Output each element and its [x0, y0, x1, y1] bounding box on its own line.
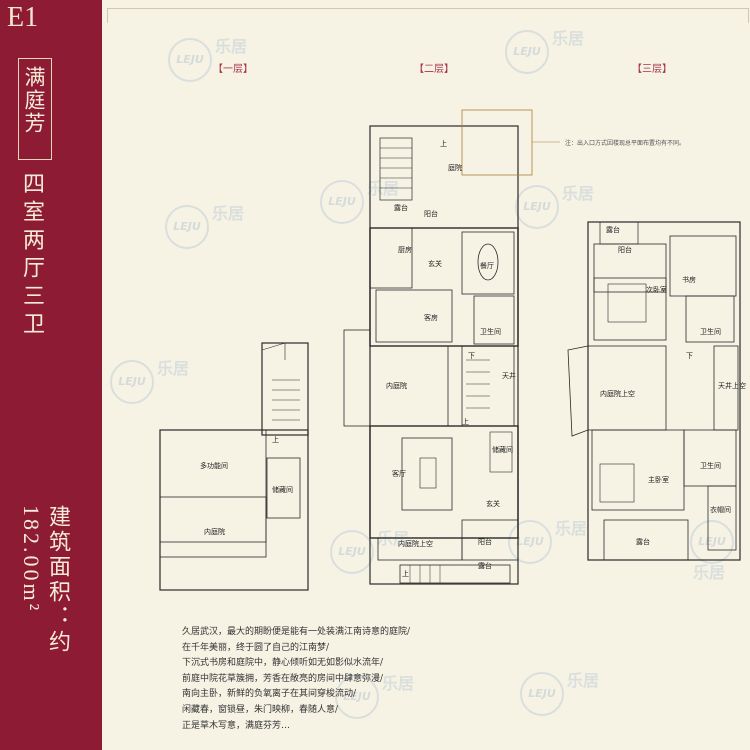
room-label: 储藏间: [492, 445, 513, 454]
plan-floor-2: [343, 109, 560, 585]
room-label: 下: [686, 352, 693, 360]
room-label: 内庭院上空: [398, 539, 433, 548]
watermark: LEJU乐居: [168, 38, 247, 82]
room-label: 玄关: [428, 259, 442, 268]
floor-area: 建筑面积：约182.00m²: [18, 505, 70, 750]
room-label: 卫生间: [700, 327, 721, 336]
room-label: 庭院: [448, 163, 462, 172]
floor-label-1: 【一层】: [213, 64, 253, 75]
room-label: 主卧室: [648, 475, 669, 484]
area-value: 182.00m²: [19, 505, 44, 614]
room-label: 卫生间: [700, 461, 721, 470]
poem-line: 久居武汉，最大的期盼便是能有一处装满江南诗意的庭院/: [182, 627, 411, 637]
room-label: 客房: [424, 313, 438, 322]
poem-line: 正是草木写意，满庭芬芳…: [182, 720, 291, 731]
room-label: 露台: [606, 225, 620, 234]
watermark: LEJU乐居: [508, 520, 587, 564]
room-label: 次卧室: [646, 285, 667, 294]
description-poem: 久居武汉，最大的期盼便是能有一处装满江南诗意的庭院/ 在千年美丽，终于圆了自己的…: [182, 625, 410, 734]
poem-line: 前庭中院花草簇拥，芳香在敞亮的房间中肆意弥漫/: [182, 673, 384, 684]
room-label: 上: [402, 569, 409, 578]
floor-label-3: 【三层】: [632, 64, 672, 75]
room-label: 衣帽间: [710, 505, 731, 514]
room-label: 天井上空: [718, 381, 746, 390]
room-label: 卫生间: [480, 327, 501, 336]
unit-layout: 四室两厅三卫: [19, 172, 44, 340]
watermark: LEJU乐居: [515, 185, 594, 229]
poem-line: 在千年美丽，终于圆了自己的江南梦/: [182, 642, 330, 653]
room-label: 多功能间: [200, 461, 228, 470]
room-label: 玄关: [486, 499, 500, 508]
watermark: LEJU乐居: [505, 30, 584, 74]
room-label: 阳台: [478, 537, 492, 546]
watermark: LEJU乐居: [335, 675, 414, 719]
watermark: LEJU乐居: [165, 205, 244, 249]
room-label: 天井: [502, 371, 516, 380]
room-label: 内庭院: [204, 527, 225, 536]
area-label: 建筑面积：约: [45, 505, 70, 655]
unit-name: 满庭芳: [22, 66, 46, 135]
room-label: 阳台: [618, 245, 632, 254]
poem-line: 下沉式书房和庭院中，静心倾听如无如影似水流年/: [182, 658, 384, 669]
room-label: 内庭院上空: [600, 389, 635, 398]
sidebar: E1 满庭芳 四室两厅三卫 建筑面积：约182.00m²: [0, 0, 102, 750]
poem-line: 南向主卧，新鲜的负氧离子在其间穿梭流动/: [182, 689, 357, 700]
room-label: 上: [272, 435, 279, 444]
plan-floor-1: [159, 342, 309, 591]
poem-line: 闲藏春，窗锁昼，朱门映柳，春随人意/: [182, 704, 339, 715]
top-frame: [107, 8, 749, 23]
room-label: 下: [468, 352, 475, 360]
room-label: 书房: [682, 275, 696, 284]
room-label: 客厅: [392, 469, 406, 478]
room-label: 露台: [636, 537, 650, 546]
room-label: 厨房: [398, 245, 412, 254]
room-label: 上: [462, 417, 469, 426]
watermark-logo: LEJU: [168, 38, 212, 82]
unit-code: E1: [7, 2, 39, 33]
room-label: 储藏间: [272, 485, 293, 494]
watermark: LEJU乐居: [520, 672, 599, 716]
name-frame: [18, 58, 52, 160]
watermark: LEJU乐居: [690, 520, 750, 583]
room-label: 餐厅: [480, 261, 494, 270]
plan-floor-3: [567, 221, 741, 561]
room-label: 阳台: [424, 209, 438, 218]
floor-label-2: 【二层】: [414, 64, 454, 75]
watermark: LEJU乐居: [320, 180, 399, 224]
room-label: 内庭院: [386, 381, 407, 390]
watermark: LEJU乐居: [110, 360, 189, 404]
room-label: 上: [440, 139, 447, 148]
entrance-note: 注：出入口方式因楼现总平面布置均有不同。: [565, 140, 686, 147]
room-label: 露台: [478, 561, 492, 570]
room-label: 露台: [394, 203, 408, 212]
